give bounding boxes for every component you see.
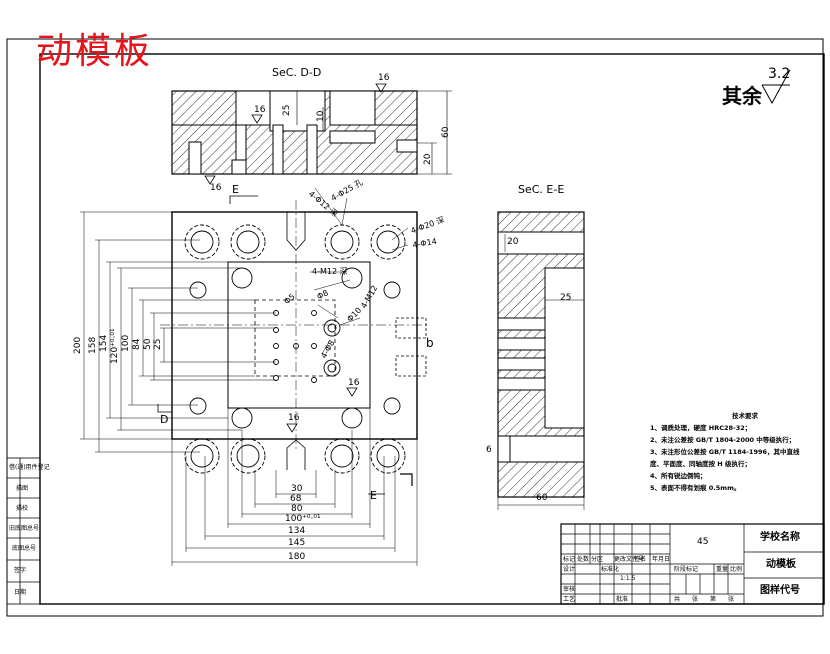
material-value: 45 <box>697 537 709 547</box>
section-ee-label: SeC. E-E <box>518 183 565 196</box>
finish-label-1: 16 <box>378 73 390 83</box>
finish-label-4: 16 <box>288 413 300 423</box>
dd-dim-20: 20 <box>423 153 433 165</box>
school-name: 学校名称 <box>760 532 800 543</box>
dim-84: 84 <box>132 338 142 350</box>
dim-100: 100 <box>121 334 131 352</box>
tb-label-design: 设计 <box>563 566 576 573</box>
title-block <box>560 523 825 605</box>
ee-dim-60: 60 <box>536 493 548 503</box>
dd-dim-10: 10 <box>316 110 326 122</box>
section-dd-view <box>171 83 452 185</box>
finish-label-3: 16 <box>210 183 222 193</box>
tb-sheet-total: 共 <box>674 596 681 603</box>
tech-note-item: 4、所有锐边倒钝； <box>650 472 707 480</box>
dim-68: 68 <box>290 494 302 504</box>
stamp-sign: 签字 <box>14 567 27 574</box>
section-mark-d: D <box>160 413 169 426</box>
section-ee-view <box>497 211 585 510</box>
stamp-base-no: 底图总号 <box>12 545 37 552</box>
plan-view <box>80 187 430 566</box>
roughness-value: 3.2 <box>768 66 791 82</box>
tech-note-item: 1、调质处理，硬度 HRC28-32； <box>650 424 752 432</box>
tb-label-zone: 分区 <box>591 556 604 563</box>
hole-label-5: 4-M12 深 <box>312 267 348 276</box>
dim-158: 158 <box>88 336 98 354</box>
tech-note-item: 2、未注公差按 GB/T 1804-2000 中等级执行； <box>650 436 796 444</box>
dd-dim-25: 25 <box>282 104 292 116</box>
dim-80: 80 <box>291 504 303 514</box>
section-mark-e-top: E <box>232 183 239 196</box>
stamp-old-no: 旧底图总号 <box>9 525 40 532</box>
finish-label-5: 16 <box>348 378 360 388</box>
side-stamp-table <box>6 457 41 605</box>
stamp-trace: 描图 <box>16 485 29 492</box>
tb-label-weight: 重量 <box>716 566 729 573</box>
tech-notes-heading: 技术要求 <box>732 412 758 420</box>
dim-200: 200 <box>73 336 83 354</box>
dim-120: 120⁺⁰·⁰¹ <box>110 328 120 364</box>
stamp-registration: 借(通)用件登记 <box>9 464 50 471</box>
dd-dim-60: 60 <box>441 126 451 138</box>
tb-label-ratio: 比例 <box>730 566 743 573</box>
tech-note-item: 3、未注形位公差按 GB/T 1184-1996，其中直线度、平面度、同轴度按 … <box>650 448 800 468</box>
dim-100-w: 100⁺⁰·⁰¹ <box>285 514 321 524</box>
drawing-number: 图样代号 <box>760 585 800 596</box>
tech-notes: 技术要求 1、调质处理，硬度 HRC28-32； 2、未注公差按 GB/T 18… <box>650 410 800 494</box>
dim-30: 30 <box>291 484 303 494</box>
tb-label-stage: 阶段标记 <box>674 566 699 573</box>
tb-label-review: 审核 <box>563 586 576 593</box>
outer-border <box>6 38 824 617</box>
roughness-label: 其余 <box>722 84 762 108</box>
dim-145: 145 <box>288 538 306 548</box>
tb-label-count: 处数 <box>577 556 590 563</box>
drawing-title: 动模板 <box>36 31 154 72</box>
tb-label-mark: 标记 <box>563 556 576 563</box>
tb-sheet-unit2: 张 <box>728 596 735 603</box>
roughness-symbol <box>761 69 791 105</box>
part-name: 动模板 <box>766 559 796 570</box>
stamp-check: 描校 <box>16 505 29 512</box>
section-dd-label: SeC. D-D <box>272 66 322 79</box>
dim-25: 25 <box>153 338 163 350</box>
stamp-date: 日期 <box>14 589 27 596</box>
tb-label-change: 更改文件号 <box>614 556 645 563</box>
finish-label-2: 16 <box>254 105 266 115</box>
scale-value: 1:1.5 <box>620 575 636 582</box>
tb-label-approve: 批准 <box>616 596 629 603</box>
dim-154: 154 <box>99 334 109 352</box>
tb-label-process: 工艺 <box>563 596 576 603</box>
tb-label-std: 标准化 <box>601 566 620 573</box>
dim-134: 134 <box>288 526 306 536</box>
tb-label-date: 年月日 <box>652 556 671 563</box>
tb-label-sign: 签名 <box>634 556 647 563</box>
tb-sheet-num: 第 <box>710 596 717 603</box>
inner-border <box>39 53 825 605</box>
section-mark-e-bottom: E <box>370 489 377 502</box>
dim-180: 180 <box>288 552 306 562</box>
section-mark-b: b <box>426 336 434 350</box>
tech-note-item: 5、表面不得有划痕 0.5mm。 <box>650 484 741 492</box>
ee-dim-25: 25 <box>560 293 572 303</box>
dim-50: 50 <box>143 338 153 350</box>
tb-sheet-unit1: 张 <box>692 596 699 603</box>
ee-dim-6: 6 <box>486 445 492 455</box>
ee-dim-20: 20 <box>507 237 519 247</box>
